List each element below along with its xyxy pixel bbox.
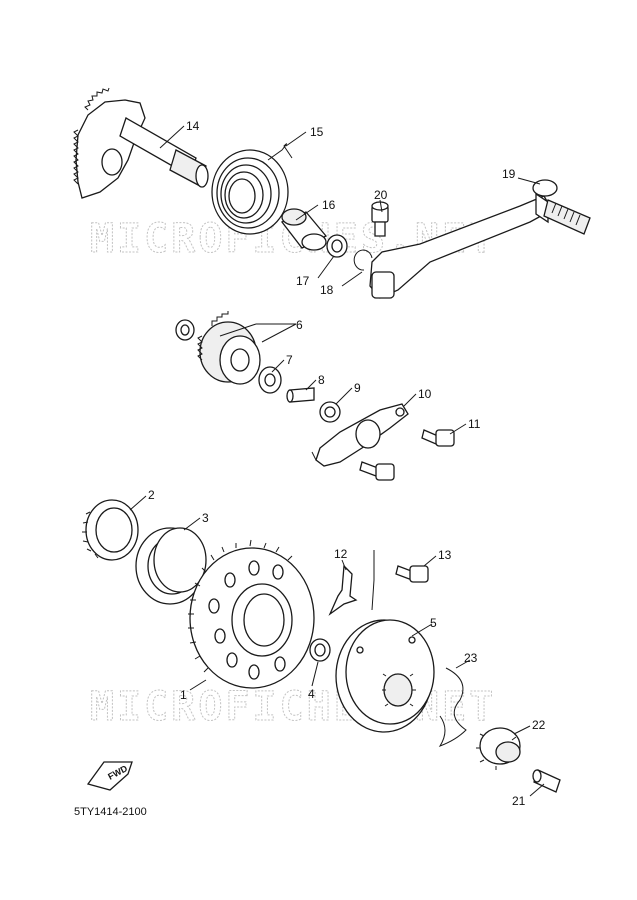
callout-14: 14	[186, 119, 200, 133]
callout-3: 3	[202, 511, 209, 525]
callout-11: 11	[468, 417, 481, 431]
callout-20: 20	[374, 188, 388, 202]
part-10-bracket	[311, 403, 409, 467]
callout-12: 12	[334, 547, 348, 561]
callout-1: 1	[180, 688, 187, 702]
part-12-plate	[328, 550, 375, 616]
callout-17: 17	[296, 274, 310, 288]
part-18-circlip	[353, 249, 373, 271]
callout-8: 8	[318, 373, 325, 387]
callout-22: 22	[532, 718, 546, 732]
callout-10: 10	[418, 387, 432, 401]
part-11-bolts	[359, 429, 455, 481]
callout-16: 16	[322, 198, 336, 212]
part-19-kick-crank	[369, 179, 591, 299]
callout-4: 4	[308, 687, 315, 701]
callout-numbers: 14 15 16 17 18 20 19 6 7 8 9 10 11 2 3 1…	[148, 119, 546, 808]
part-15-kick-spring	[211, 143, 293, 235]
part-1-starter-wheel-gear	[188, 539, 315, 689]
callout-15: 15	[310, 125, 324, 139]
part-13-bolt	[395, 565, 429, 583]
watermark-bottom: MICROFICHES.NET	[90, 684, 496, 730]
part-16-bushing	[280, 208, 328, 251]
part-8-pin	[286, 387, 315, 403]
part-20-bolt	[371, 201, 389, 237]
part-5-gear-cover	[335, 619, 435, 733]
callout-5: 5	[430, 616, 437, 630]
callout-9: 9	[354, 381, 361, 395]
part-17-washer	[326, 234, 348, 258]
forward-direction-arrow: FWD	[86, 761, 133, 791]
part-4-washer	[309, 638, 331, 662]
callout-13: 13	[438, 548, 452, 562]
part-6-idler-gear	[175, 311, 261, 385]
part-9-washer	[319, 401, 341, 423]
leader-lines	[129, 125, 545, 797]
part-21-pin	[532, 769, 561, 793]
part-3-bearing-ring	[135, 527, 207, 605]
part-22-starter-pinion	[476, 727, 521, 770]
part-23-wire-spring	[438, 667, 467, 747]
part-14-kick-shaft	[73, 87, 209, 199]
callout-18: 18	[320, 283, 334, 297]
diagram-code: 5TY1414-2100	[74, 806, 147, 818]
callout-6: 6	[296, 318, 303, 332]
part-7-bearing	[258, 366, 282, 394]
callout-23: 23	[464, 651, 478, 665]
callout-2: 2	[148, 488, 155, 502]
callout-21: 21	[512, 794, 526, 808]
callout-7: 7	[286, 353, 293, 367]
callout-19: 19	[502, 167, 516, 181]
part-2-one-way-clutch	[82, 499, 139, 561]
